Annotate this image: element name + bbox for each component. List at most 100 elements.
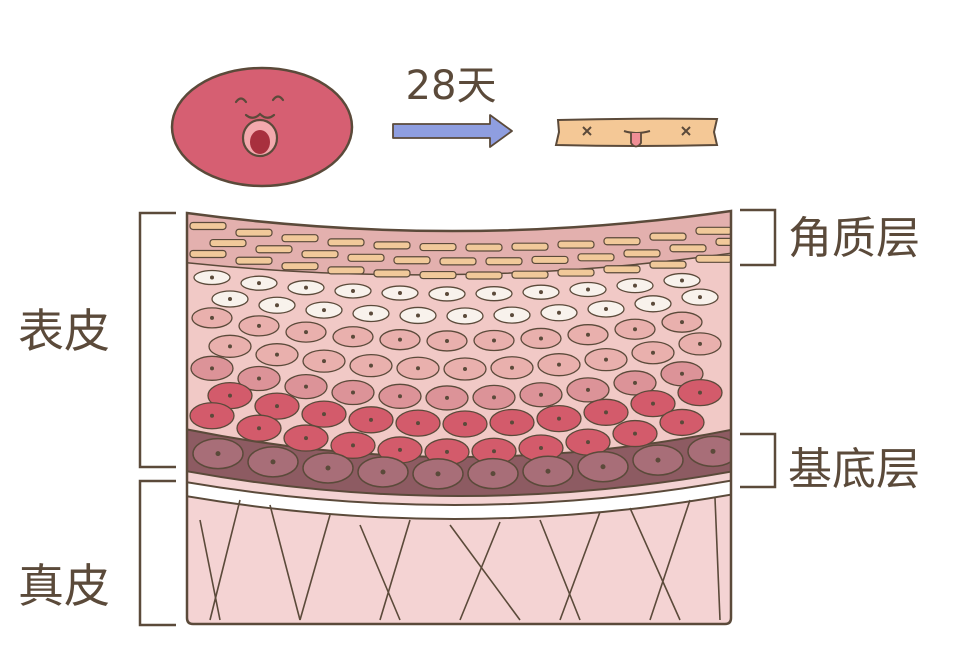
cell-nucleus: [398, 291, 402, 296]
cell-nucleus: [680, 420, 684, 425]
cell-nucleus: [210, 315, 214, 320]
cell-nucleus: [210, 413, 214, 418]
corneum-flake: [189, 249, 227, 259]
corneum-flake: [695, 226, 731, 235]
basement-membrane: [187, 477, 731, 520]
cell-nucleus: [633, 327, 637, 332]
cell-nucleus: [463, 313, 467, 318]
corneum-flake: [235, 256, 273, 265]
corneum-flake: [531, 255, 569, 265]
cell-nucleus: [275, 352, 279, 357]
basal-nucleus: [710, 448, 716, 454]
cell-nucleus: [698, 295, 702, 300]
cell-nucleus: [304, 384, 308, 389]
cell-nucleus: [492, 338, 496, 343]
corneum-flake: [485, 257, 523, 266]
corneum-flake: [393, 256, 431, 265]
corneum-flake: [373, 241, 411, 250]
corneum-flake: [465, 243, 503, 252]
cell-nucleus: [680, 371, 684, 376]
corneum-flake: [669, 244, 707, 253]
corneum-flake: [209, 238, 247, 248]
epidermis-label: 表皮: [18, 304, 110, 358]
dermis-fiber: [714, 497, 721, 621]
cell-nucleus: [369, 417, 373, 422]
cell-nucleus: [351, 334, 355, 339]
corneum-flake: [419, 242, 457, 252]
cell-nucleus: [651, 401, 655, 406]
cell-nucleus: [445, 291, 449, 296]
cell-nucleus: [398, 447, 402, 452]
corneum-flake: [347, 253, 385, 262]
cell-nucleus: [463, 421, 467, 426]
cell-nucleus: [351, 390, 355, 395]
basal-nucleus: [545, 468, 551, 474]
corneum-flake: [715, 237, 731, 246]
cell-nucleus: [510, 420, 514, 425]
basal-nucleus: [270, 459, 276, 465]
dermis-fiber: [299, 514, 331, 621]
cell-nucleus: [228, 344, 232, 349]
dermis-fiber: [379, 519, 411, 621]
corneum-bracket: [740, 208, 777, 267]
cell-nucleus: [416, 313, 420, 318]
cell-nucleus: [698, 390, 702, 395]
cell-nucleus: [680, 278, 684, 283]
cell-nucleus: [228, 296, 232, 301]
corneum-flake: [419, 270, 457, 280]
cell-nucleus: [275, 303, 279, 308]
cell-nucleus: [604, 410, 608, 415]
cell-nucleus: [633, 283, 637, 288]
cell-nucleus: [351, 443, 355, 448]
cell-nucleus: [445, 338, 449, 343]
basal-nucleus: [655, 457, 661, 463]
cell-nucleus: [228, 393, 232, 398]
corneum-flake: [695, 254, 731, 263]
arrow-icon: [392, 114, 513, 148]
corneum-flake: [301, 250, 339, 259]
cell-nucleus: [557, 416, 561, 421]
living-cell-face: [170, 66, 354, 188]
cell-nucleus: [369, 363, 373, 368]
duration-label: 28天: [406, 63, 497, 109]
corneum-flake: [623, 249, 661, 258]
dermis-bracket: [138, 479, 176, 627]
cell-nucleus: [463, 366, 467, 371]
corneum-flake: [373, 269, 411, 278]
cell-nucleus: [586, 440, 590, 445]
cell-nucleus: [322, 308, 326, 313]
basal-bracket: [740, 432, 777, 489]
corneum-flake: [439, 257, 477, 266]
corneum-flake: [603, 265, 641, 274]
dermis-label: 真皮: [18, 559, 110, 613]
dermis-fiber: [449, 524, 521, 621]
corneum-flake: [557, 240, 595, 249]
corneum-flake: [281, 234, 319, 243]
corneum-flake: [603, 237, 641, 246]
tissue-outline: [185, 209, 733, 626]
corneum-flake: [465, 271, 503, 280]
dermis-fiber: [199, 519, 221, 621]
dermis-fiber: [629, 507, 681, 621]
cell-nucleus: [257, 426, 261, 431]
cell-nucleus: [492, 449, 496, 454]
cell-nucleus: [539, 336, 543, 341]
corneum-flake: [511, 270, 549, 279]
cell-nucleus: [680, 320, 684, 325]
cell-nucleus: [539, 392, 543, 397]
cell-nucleus: [557, 362, 561, 367]
cell-nucleus: [633, 380, 637, 385]
cell-nucleus: [510, 313, 514, 318]
cell-nucleus: [210, 275, 214, 280]
cell-nucleus: [539, 290, 543, 295]
cell-nucleus: [304, 330, 308, 335]
dermis-fiber: [269, 504, 301, 621]
epidermis-bracket: [138, 211, 176, 469]
corneum-flake: [235, 228, 273, 237]
cell-nucleus: [604, 306, 608, 311]
cell-nucleus: [304, 285, 308, 290]
corneum-flake: [327, 238, 365, 247]
cell-nucleus: [539, 446, 543, 451]
cell-nucleus: [445, 449, 449, 454]
